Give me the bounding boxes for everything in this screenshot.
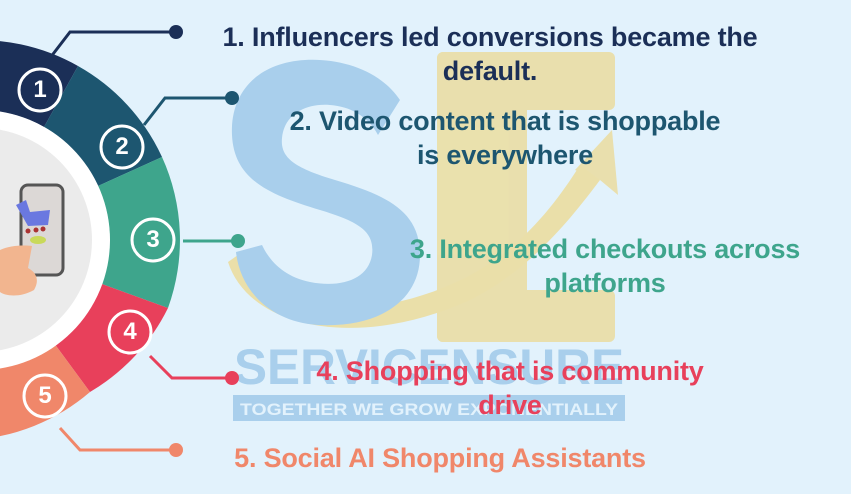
ring-segment-3 — [98, 157, 180, 308]
watermark-tagline-text: TOGETHER WE GROW EXPONENTIALLY — [240, 400, 619, 419]
badge-number-1: 1 — [33, 76, 47, 103]
ring-segment-1 — [0, 41, 78, 127]
badge-number-5: 5 — [38, 382, 52, 409]
connector-dot-1 — [169, 25, 183, 39]
badge-number-2: 2 — [115, 133, 129, 160]
item-label-5: 5. Social AI Shopping Assistants — [205, 441, 675, 475]
watermark-brand-text: SERVICENSURE — [234, 339, 624, 395]
item-1-line-1: 1. Influencers led conversions became th… — [222, 22, 758, 52]
item-4-line-2: drive — [478, 390, 542, 420]
item-4-line-1: 4. Shopping that is community — [316, 356, 704, 386]
item-label-2: 2. Video content that is shoppable is ev… — [255, 104, 755, 172]
connector-dot-2 — [225, 91, 239, 105]
watermark-tagline-bar — [233, 395, 625, 421]
badge-circle-3 — [130, 217, 176, 263]
item-label-1: 1. Influencers led conversions became th… — [190, 20, 790, 88]
connector-line-5 — [58, 426, 176, 452]
connector-line-2 — [142, 96, 232, 126]
badge-circle-5 — [22, 373, 68, 419]
item-5-line-1: 5. Social AI Shopping Assistants — [234, 443, 646, 473]
connector-line-1 — [48, 30, 176, 59]
item-label-3: 3. Integrated checkouts across platforms — [383, 232, 827, 300]
ring-segment-5 — [0, 339, 90, 437]
ring-segment-2 — [44, 66, 162, 186]
badge-circle-4 — [107, 309, 153, 355]
connector-dot-3 — [231, 234, 245, 248]
item-3-line-2: platforms — [544, 268, 666, 298]
badge-number-3: 3 — [146, 226, 160, 253]
item-2-line-2: is everywhere — [416, 140, 594, 170]
badge-circle-2 — [99, 124, 145, 170]
connector-dot-4 — [225, 371, 239, 385]
badge-circle-1 — [17, 67, 63, 113]
item-2-line-1: 2. Video content that is shoppable — [289, 106, 721, 136]
logo-s-shape — [231, 59, 420, 326]
logo-swoosh-arrow — [228, 165, 600, 328]
badge-number-4: 4 — [123, 318, 137, 345]
shopping-phone-icon — [0, 183, 65, 296]
connector-dot-5 — [169, 443, 183, 457]
item-3-line-1: 3. Integrated checkouts across — [409, 234, 801, 264]
item-label-4: 4. Shopping that is community drive — [290, 354, 730, 422]
item-1-line-2: default. — [442, 56, 538, 86]
connector-line-4 — [148, 354, 232, 380]
